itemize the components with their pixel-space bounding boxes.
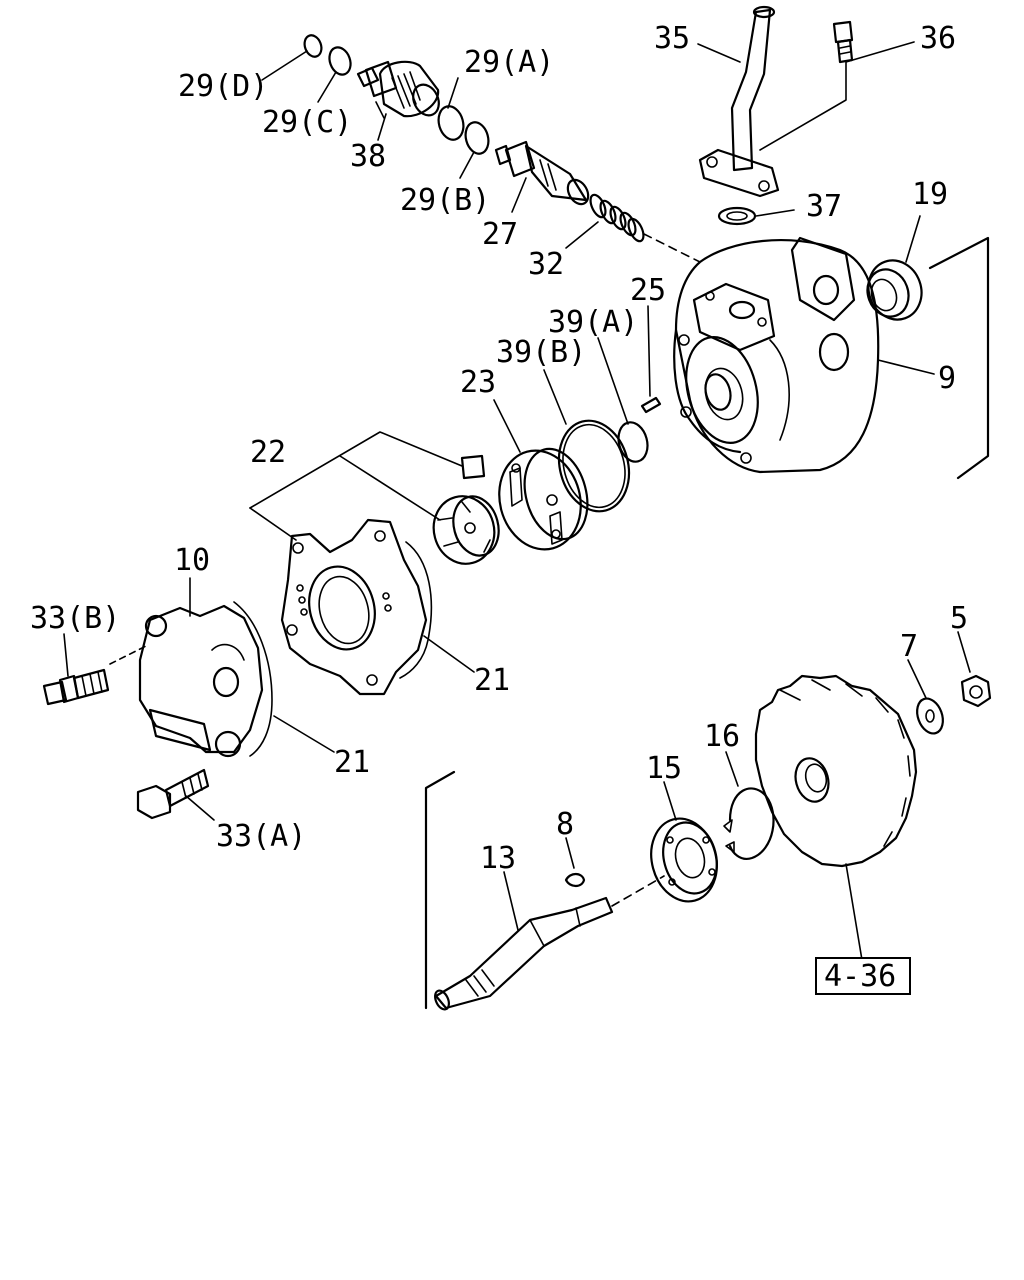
plate-21-upper	[280, 518, 433, 696]
o-ring-39b	[557, 419, 631, 513]
reference-link-4-36[interactable]: 4-36	[815, 957, 911, 995]
snap-ring-16	[723, 787, 775, 860]
cam-ring-23	[498, 447, 589, 551]
fitting-38	[356, 60, 440, 119]
bolt-33a	[136, 768, 210, 820]
spring-32	[589, 193, 701, 263]
pipe-35	[698, 5, 780, 198]
washer-7	[916, 697, 944, 735]
callout-33b: 33(B)	[30, 601, 120, 636]
callout-36: 36	[920, 21, 956, 56]
cover-10	[138, 601, 273, 758]
callout-32: 32	[528, 247, 564, 282]
callout-19: 19	[912, 177, 948, 212]
callout-39b: 39(B)	[496, 335, 586, 370]
callout-27: 27	[482, 217, 518, 252]
seal-19	[866, 259, 923, 321]
reference-label: 4-36	[824, 959, 896, 994]
callout-25: 25	[630, 273, 666, 308]
rotor-22	[432, 454, 500, 565]
gasket-37	[717, 206, 757, 226]
callout-29a: 29(A)	[464, 45, 554, 80]
bolt-33b	[42, 645, 147, 706]
key-8	[564, 872, 586, 888]
callout-29b: 29(B)	[400, 183, 490, 218]
callout-8: 8	[556, 807, 574, 842]
callout-16: 16	[704, 719, 740, 754]
callout-29c: 29(C)	[262, 105, 352, 140]
callout-15: 15	[646, 751, 682, 786]
callout-13: 13	[480, 841, 516, 876]
callout-5: 5	[950, 601, 968, 636]
callout-21-lower: 21	[334, 745, 370, 780]
callout-9: 9	[938, 361, 956, 396]
nut-5	[960, 674, 992, 708]
callout-33a: 33(A)	[216, 819, 306, 854]
shaft-13	[434, 875, 665, 1011]
pump-body-9	[673, 236, 880, 474]
leader-bracket-22	[249, 431, 463, 541]
o-ring-29d	[303, 34, 323, 58]
o-ring-29b	[464, 121, 490, 155]
assembly-bracket-right	[928, 236, 990, 480]
valve-27	[494, 140, 590, 206]
leader-lines	[63, 41, 971, 961]
pin-25	[640, 396, 662, 414]
bolt-36	[832, 20, 854, 64]
callout-37: 37	[806, 189, 842, 224]
callout-7: 7	[900, 629, 918, 664]
o-ring-29c	[328, 46, 352, 76]
callout-10: 10	[174, 543, 210, 578]
assembly-bracket-left	[424, 770, 456, 1010]
callout-38: 38	[350, 139, 386, 174]
callout-21-upper: 21	[474, 663, 510, 698]
callout-23: 23	[460, 365, 496, 400]
drive-gear	[754, 674, 918, 868]
bearing-15	[650, 817, 718, 903]
callout-35: 35	[654, 21, 690, 56]
callout-22: 22	[250, 435, 286, 470]
callout-39a: 39(A)	[548, 305, 638, 340]
callout-29d: 29(D)	[178, 69, 268, 104]
o-ring-29a	[437, 105, 465, 141]
